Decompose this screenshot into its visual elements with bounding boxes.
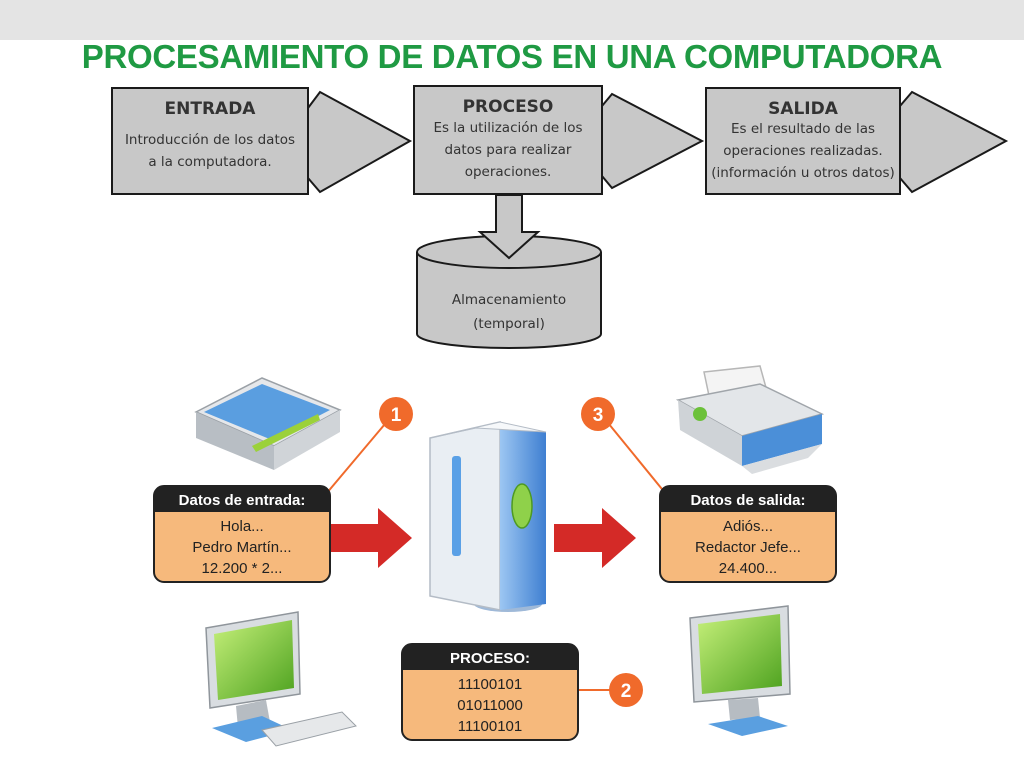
output-data-line: Adiós... <box>723 518 773 535</box>
input-data-heading: Datos de entrada: <box>179 492 306 509</box>
process-data-heading: PROCESO: <box>450 650 530 667</box>
flow-almacenamiento: Almacenamiento (temporal) <box>416 194 602 349</box>
storage-line: Almacenamiento <box>452 292 566 308</box>
monitor-right-icon <box>689 605 791 736</box>
badge-2-number: 2 <box>621 681 632 702</box>
top-band <box>0 0 1024 40</box>
process-data-label: PROCESO: 11100101 01011000 11100101 <box>401 643 579 741</box>
badge-3: 3 <box>581 397 615 431</box>
flow-entrada: ENTRADA Introducción de los datos a la c… <box>111 87 413 195</box>
flow-salida: SALIDA Es el resultado de las operacione… <box>705 87 1009 195</box>
badge-1: 1 <box>379 397 413 431</box>
input-data-label: Datos de entrada: Hola... Pedro Martín..… <box>153 485 331 583</box>
flow-proceso-line: operaciones. <box>465 164 552 180</box>
flow-salida-line: operaciones realizadas. <box>723 143 882 159</box>
badge-3-number: 3 <box>593 405 604 426</box>
red-arrow-output <box>554 508 636 568</box>
flow-proceso-box <box>413 85 603 195</box>
flow-proceso-line: Es la utilización de los <box>433 120 582 136</box>
scanner-icon <box>194 377 342 470</box>
output-data-heading: Datos de salida: <box>690 492 805 509</box>
flow-entrada-box <box>111 87 309 195</box>
process-data-line: 11100101 <box>458 676 523 693</box>
flow-salida-heading: SALIDA <box>768 99 839 119</box>
flow-proceso-arrow <box>601 92 705 190</box>
badge-2: 2 <box>609 673 643 707</box>
flow-entrada-line: a la computadora. <box>148 154 271 170</box>
process-data-line: 01011000 <box>457 697 523 714</box>
down-arrow <box>477 194 541 260</box>
flow-proceso-heading: PROCESO <box>463 97 554 117</box>
input-data-line: Pedro Martín... <box>192 539 291 556</box>
flow-salida-line: Es el resultado de las <box>731 121 875 137</box>
flow-salida-box <box>705 87 901 195</box>
flow-proceso-line: datos para realizar <box>445 142 572 158</box>
output-data-line: Redactor Jefe... <box>695 539 801 556</box>
output-data-label: Datos de salida: Adiós... Redactor Jefe.… <box>659 485 837 583</box>
storage-cylinder <box>416 252 602 349</box>
flow-entrada-heading: ENTRADA <box>165 99 257 119</box>
input-data-line: Hola... <box>220 518 263 535</box>
output-data-line: 24.400... <box>719 560 777 577</box>
connector-3 <box>603 417 667 495</box>
flow-salida-arrow <box>899 90 1009 194</box>
input-data-line: 12.200 * 2... <box>202 560 283 577</box>
red-arrow-input <box>330 508 412 568</box>
flow-entrada-arrow <box>307 90 413 194</box>
computer-tower-icon <box>429 421 547 612</box>
printer-icon <box>675 365 825 474</box>
monitor-left-icon <box>205 611 357 747</box>
process-data-line: 11100101 <box>458 718 523 735</box>
badge-1-number: 1 <box>391 405 402 426</box>
storage-line: (temporal) <box>473 316 545 332</box>
connector-1 <box>325 417 391 495</box>
flow-proceso: PROCESO Es la utilización de los datos p… <box>413 85 705 195</box>
flow-entrada-line: Introducción de los datos <box>125 132 295 148</box>
flow-salida-line: (información u otros datos) <box>711 165 895 181</box>
page-title: PROCESAMIENTO DE DATOS EN UNA COMPUTADOR… <box>81 38 943 75</box>
